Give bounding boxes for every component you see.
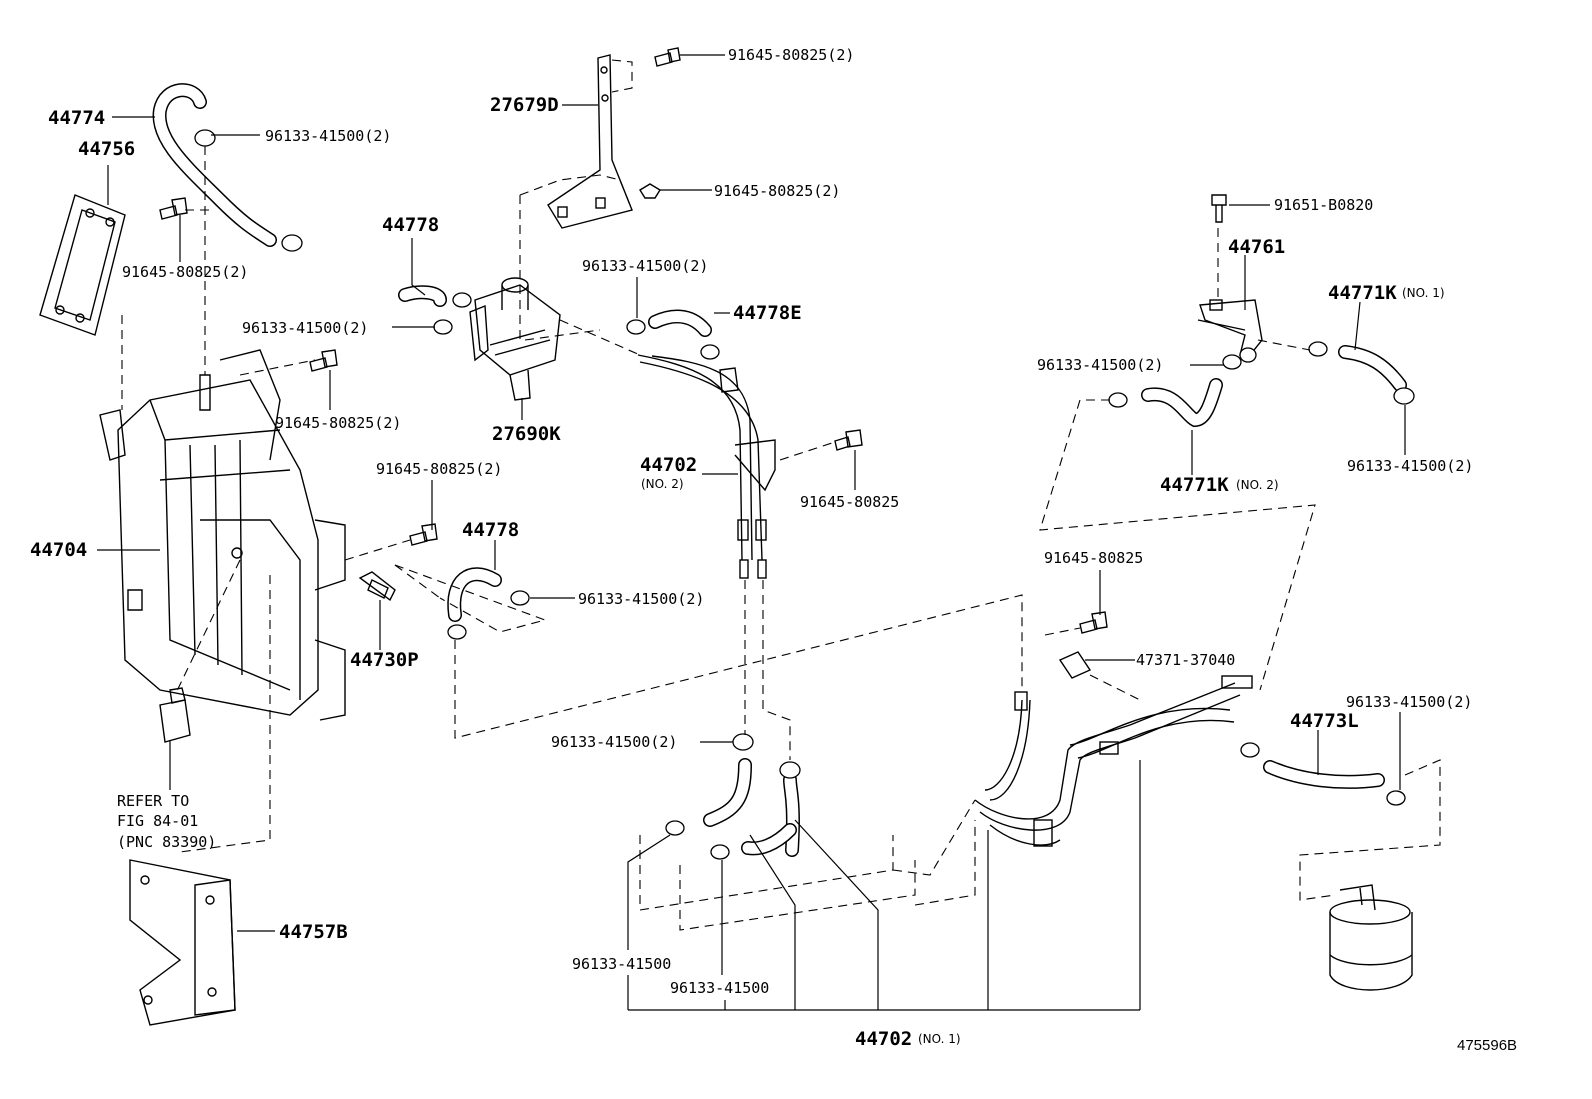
hose-44761 <box>1197 299 1263 356</box>
label-44771k-no2-sub: (NO. 2) <box>1236 478 1279 492</box>
label-clip-c: 96133-41500(2) <box>582 257 708 275</box>
leader-lines <box>97 54 1406 1011</box>
charcoal-canister <box>1329 884 1413 991</box>
label-bolt-e: 91645-80825(2) <box>376 460 502 478</box>
clips <box>194 129 1415 860</box>
hose-44773l <box>1263 760 1385 789</box>
vsv-valve-27690k <box>469 277 561 401</box>
pressure-sensor <box>159 687 191 743</box>
label-bolt-c: 91645-80825(2) <box>714 182 840 200</box>
label-clip-i: 96133-41500 <box>572 955 671 973</box>
check-valve-44730p <box>358 571 396 602</box>
label-44756: 44756 <box>78 138 135 160</box>
hose-group-bottom <box>703 758 800 857</box>
label-bolt-a: 91645-80825(2) <box>122 263 248 281</box>
label-clip-a: 96133-41500(2) <box>265 127 391 145</box>
label-44730p: 44730P <box>350 649 419 671</box>
label-clip-f: 96133-41500(2) <box>1037 356 1163 374</box>
label-clip-e: 96133-41500(2) <box>551 733 677 751</box>
callouts: 44774 44756 96133-41500(2) 91645-80825(2… <box>30 46 1517 1054</box>
label-clip-h: 96133-41500(2) <box>1346 693 1472 711</box>
label-clip-d: 96133-41500(2) <box>578 590 704 608</box>
label-44702-no2-sub: (NO. 2) <box>641 477 684 491</box>
label-bolt-d: 91645-80825(2) <box>275 414 401 432</box>
label-refer-3: (PNC 83390) <box>117 833 216 851</box>
label-44774: 44774 <box>48 107 105 129</box>
figure-id: 475596B <box>1457 1037 1517 1054</box>
hose-44771k-no1 <box>1338 345 1407 392</box>
reservoir-tank <box>99 349 346 721</box>
hose-44778-top <box>398 285 447 307</box>
label-27679d: 27679D <box>490 94 559 116</box>
bracket-44757b <box>129 859 236 1026</box>
hose-44774 <box>152 83 277 247</box>
pipe-44702-no1 <box>974 675 1253 847</box>
label-44761: 44761 <box>1228 236 1285 258</box>
label-44773l: 44773L <box>1290 710 1359 732</box>
label-44702-no2: 44702 <box>640 454 697 476</box>
label-44778-top: 44778 <box>382 214 439 236</box>
bracket-27679d <box>547 54 633 229</box>
label-44771k-no2: 44771K <box>1160 474 1229 496</box>
label-clip-g: 96133-41500(2) <box>1347 457 1473 475</box>
label-44778e: 44778E <box>733 302 802 324</box>
label-44771k-no1-sub: (NO. 1) <box>1402 286 1445 300</box>
label-refer-1: REFER TO <box>117 792 189 810</box>
label-bracket-47371: 47371-37040 <box>1136 651 1235 669</box>
label-bolt-f: 91645-80825 <box>800 493 899 511</box>
label-44702-no1: 44702 <box>855 1028 912 1050</box>
label-clip-b: 96133-41500(2) <box>242 319 368 337</box>
label-44771k-no1: 44771K <box>1328 282 1397 304</box>
label-27690k: 27690K <box>492 423 561 445</box>
bolts <box>159 47 1227 679</box>
label-bolt-b: 91645-80825(2) <box>728 46 854 64</box>
hose-44771k-no2 <box>1141 378 1223 428</box>
label-44757b: 44757B <box>279 921 348 943</box>
label-44702-no1-sub: (NO. 1) <box>918 1032 961 1046</box>
bracket-44756 <box>39 194 126 336</box>
label-bolt-91651: 91651-B0820 <box>1274 196 1373 214</box>
dashed-lines <box>121 59 1441 931</box>
pipe-44702-no2 <box>637 354 776 579</box>
label-refer-2: FIG 84-01 <box>117 812 198 830</box>
label-44704: 44704 <box>30 539 87 561</box>
label-clip-j: 96133-41500 <box>670 979 769 997</box>
label-44778-mid: 44778 <box>462 519 519 541</box>
label-bolt-g: 91645-80825 <box>1044 549 1143 567</box>
hose-44778-mid <box>447 567 502 622</box>
hose-44778e <box>648 309 712 337</box>
